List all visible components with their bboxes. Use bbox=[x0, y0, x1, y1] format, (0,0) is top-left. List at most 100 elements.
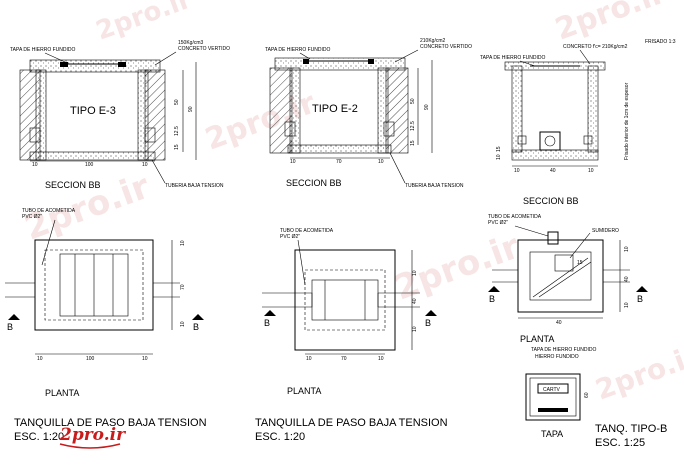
section-arrow bbox=[264, 310, 276, 316]
tapa-hinge bbox=[60, 62, 68, 67]
dim-text: 10 bbox=[306, 356, 312, 362]
view-title: PLANTA bbox=[45, 388, 79, 398]
left-wall bbox=[269, 67, 293, 154]
dim-text: 10 bbox=[624, 302, 630, 308]
section-mark: B bbox=[489, 294, 495, 304]
bottom-slab bbox=[287, 144, 392, 154]
concrete-label: CONCRETO f'c= 210Kg/cm2 bbox=[563, 44, 628, 50]
title-right-line1: TANQ. TIPO-B bbox=[595, 423, 667, 435]
dim-text: 10 bbox=[378, 356, 384, 362]
dim-text: 10 bbox=[37, 356, 43, 362]
dim-text: 10 bbox=[180, 321, 186, 327]
dim-text: 10 bbox=[32, 162, 38, 168]
concrete-label-2: CONCRETO VERTIDO bbox=[178, 46, 230, 52]
dim-text: 10 bbox=[378, 159, 384, 165]
watermark-text: 2pro.ir bbox=[591, 339, 684, 407]
leader bbox=[297, 239, 306, 286]
b-section-view: TAPA DE HIERRO FUNDIDO CONCRETO f'c= 210… bbox=[480, 39, 676, 206]
brand-logo-swoosh bbox=[59, 443, 121, 449]
sumidero bbox=[554, 254, 574, 272]
view-title: SECCION BB bbox=[286, 178, 342, 188]
pipe-right bbox=[602, 269, 630, 283]
leader bbox=[41, 219, 56, 266]
right-wall bbox=[385, 67, 409, 154]
tapa-hinge bbox=[303, 59, 309, 64]
title-mid-line1: TANQUILLA DE PASO BAJA TENSION bbox=[255, 417, 448, 429]
tapa-plate-text: CARTV bbox=[543, 387, 561, 393]
tapa-label: TAPA DE HIERRO FUNDIDO bbox=[531, 347, 596, 353]
dim-text: 40 bbox=[624, 276, 630, 282]
section-mark: B bbox=[425, 318, 431, 328]
view-title: PLANTA bbox=[287, 386, 321, 396]
bottom-slab bbox=[29, 151, 156, 161]
section-mark: B bbox=[193, 322, 199, 332]
pipe-label: TUBO DE ACOMETIDA bbox=[488, 214, 542, 220]
pvc-label: PVC Ø2" bbox=[280, 234, 300, 240]
section-mark: B bbox=[637, 294, 643, 304]
section-arrow bbox=[636, 286, 648, 292]
plan-outline bbox=[294, 249, 396, 351]
top-slab bbox=[274, 57, 406, 71]
type-label: TIPO E-2 bbox=[312, 103, 358, 115]
sumidero-label: SUMIDERO bbox=[592, 228, 619, 234]
title-left-line1: TANQUILLA DE PASO BAJA TENSION bbox=[14, 417, 207, 429]
right-wall bbox=[587, 65, 599, 153]
dim-text: 15 bbox=[410, 140, 416, 146]
dim-text: 10 bbox=[142, 356, 148, 362]
leader bbox=[151, 159, 166, 184]
dim-text: 40 bbox=[412, 298, 418, 304]
dim-text: 12.5 bbox=[174, 126, 180, 136]
dim-text: 12.5 bbox=[410, 121, 416, 131]
type-label: TIPO E-3 bbox=[70, 105, 116, 117]
dim-text: 90 bbox=[188, 106, 194, 112]
section-mark: B bbox=[264, 318, 270, 328]
leader bbox=[514, 225, 549, 237]
pipe-label: TUBERIA BAJA TENSION bbox=[405, 183, 464, 189]
sump bbox=[539, 131, 561, 151]
section-arrow bbox=[192, 314, 204, 320]
pipe bbox=[517, 135, 527, 145]
sump-drain bbox=[544, 135, 556, 147]
watermark-text: 2pro.ir bbox=[389, 227, 525, 309]
e2-section-view: TIPO E-2 TAPA DE HIERRO FUNDIDO 210Kg/cm… bbox=[265, 38, 472, 189]
view-title: TAPA bbox=[541, 429, 563, 439]
tapa-plate bbox=[537, 383, 569, 394]
pipe-left bbox=[262, 292, 313, 308]
pipe bbox=[583, 135, 593, 145]
dim-text: 10 bbox=[180, 240, 186, 246]
pipe-left bbox=[5, 282, 36, 298]
pipe-label: TUBO DE ACOMETIDA bbox=[280, 228, 334, 234]
title-left-line2: ESC. 1:20 bbox=[14, 431, 64, 443]
title-mid-line2: ESC. 1:20 bbox=[255, 431, 305, 443]
pipe-left bbox=[492, 269, 519, 283]
tapa-outline bbox=[525, 373, 581, 421]
dim-text: 15 bbox=[174, 144, 180, 150]
tapa-label: TAPA DE HIERRO FUNDIDO bbox=[10, 47, 75, 53]
tapa-hinge bbox=[118, 62, 126, 67]
title-right-line2: ESC. 1:25 bbox=[595, 437, 645, 449]
tapa-outline bbox=[311, 279, 379, 321]
dim-text: 100 bbox=[85, 162, 94, 168]
concrete-label: 150Kg/cm3 bbox=[178, 40, 204, 46]
dim-text: 90 bbox=[424, 104, 430, 110]
tapa-label: TAPA DE HIERRO FUNDIDO bbox=[265, 47, 330, 53]
dim-text: 40 bbox=[550, 168, 556, 174]
pipe-label: TUBERIA BAJA TENSION bbox=[165, 183, 224, 189]
dim-text: 60 bbox=[584, 392, 590, 398]
dim-text: 10 bbox=[290, 159, 296, 165]
e2-plan-view: TUBO DE ACOMETIDA PVC Ø2" 10 40 10 10 70… bbox=[262, 228, 437, 396]
dim-text: 10 bbox=[588, 168, 594, 174]
tapa-inner bbox=[529, 377, 577, 417]
pipe bbox=[144, 127, 156, 143]
b-plan-view: TUBO DE ACOMETIDA PVC Ø2" SUMIDERO 15 10… bbox=[488, 214, 648, 344]
view-title: SECCION BB bbox=[45, 180, 101, 190]
section-arrow bbox=[488, 286, 500, 292]
pipe-right bbox=[152, 282, 180, 298]
pipe bbox=[284, 121, 296, 137]
bottom-slab bbox=[511, 149, 599, 161]
e3-section-view: TIPO E-3 TAPA DE HIERRO FUNDIDO 150Kg/cm… bbox=[10, 40, 230, 190]
leader bbox=[519, 60, 536, 67]
pvc-label: PVC Ø2" bbox=[22, 214, 42, 220]
tapa-handle bbox=[538, 408, 568, 412]
